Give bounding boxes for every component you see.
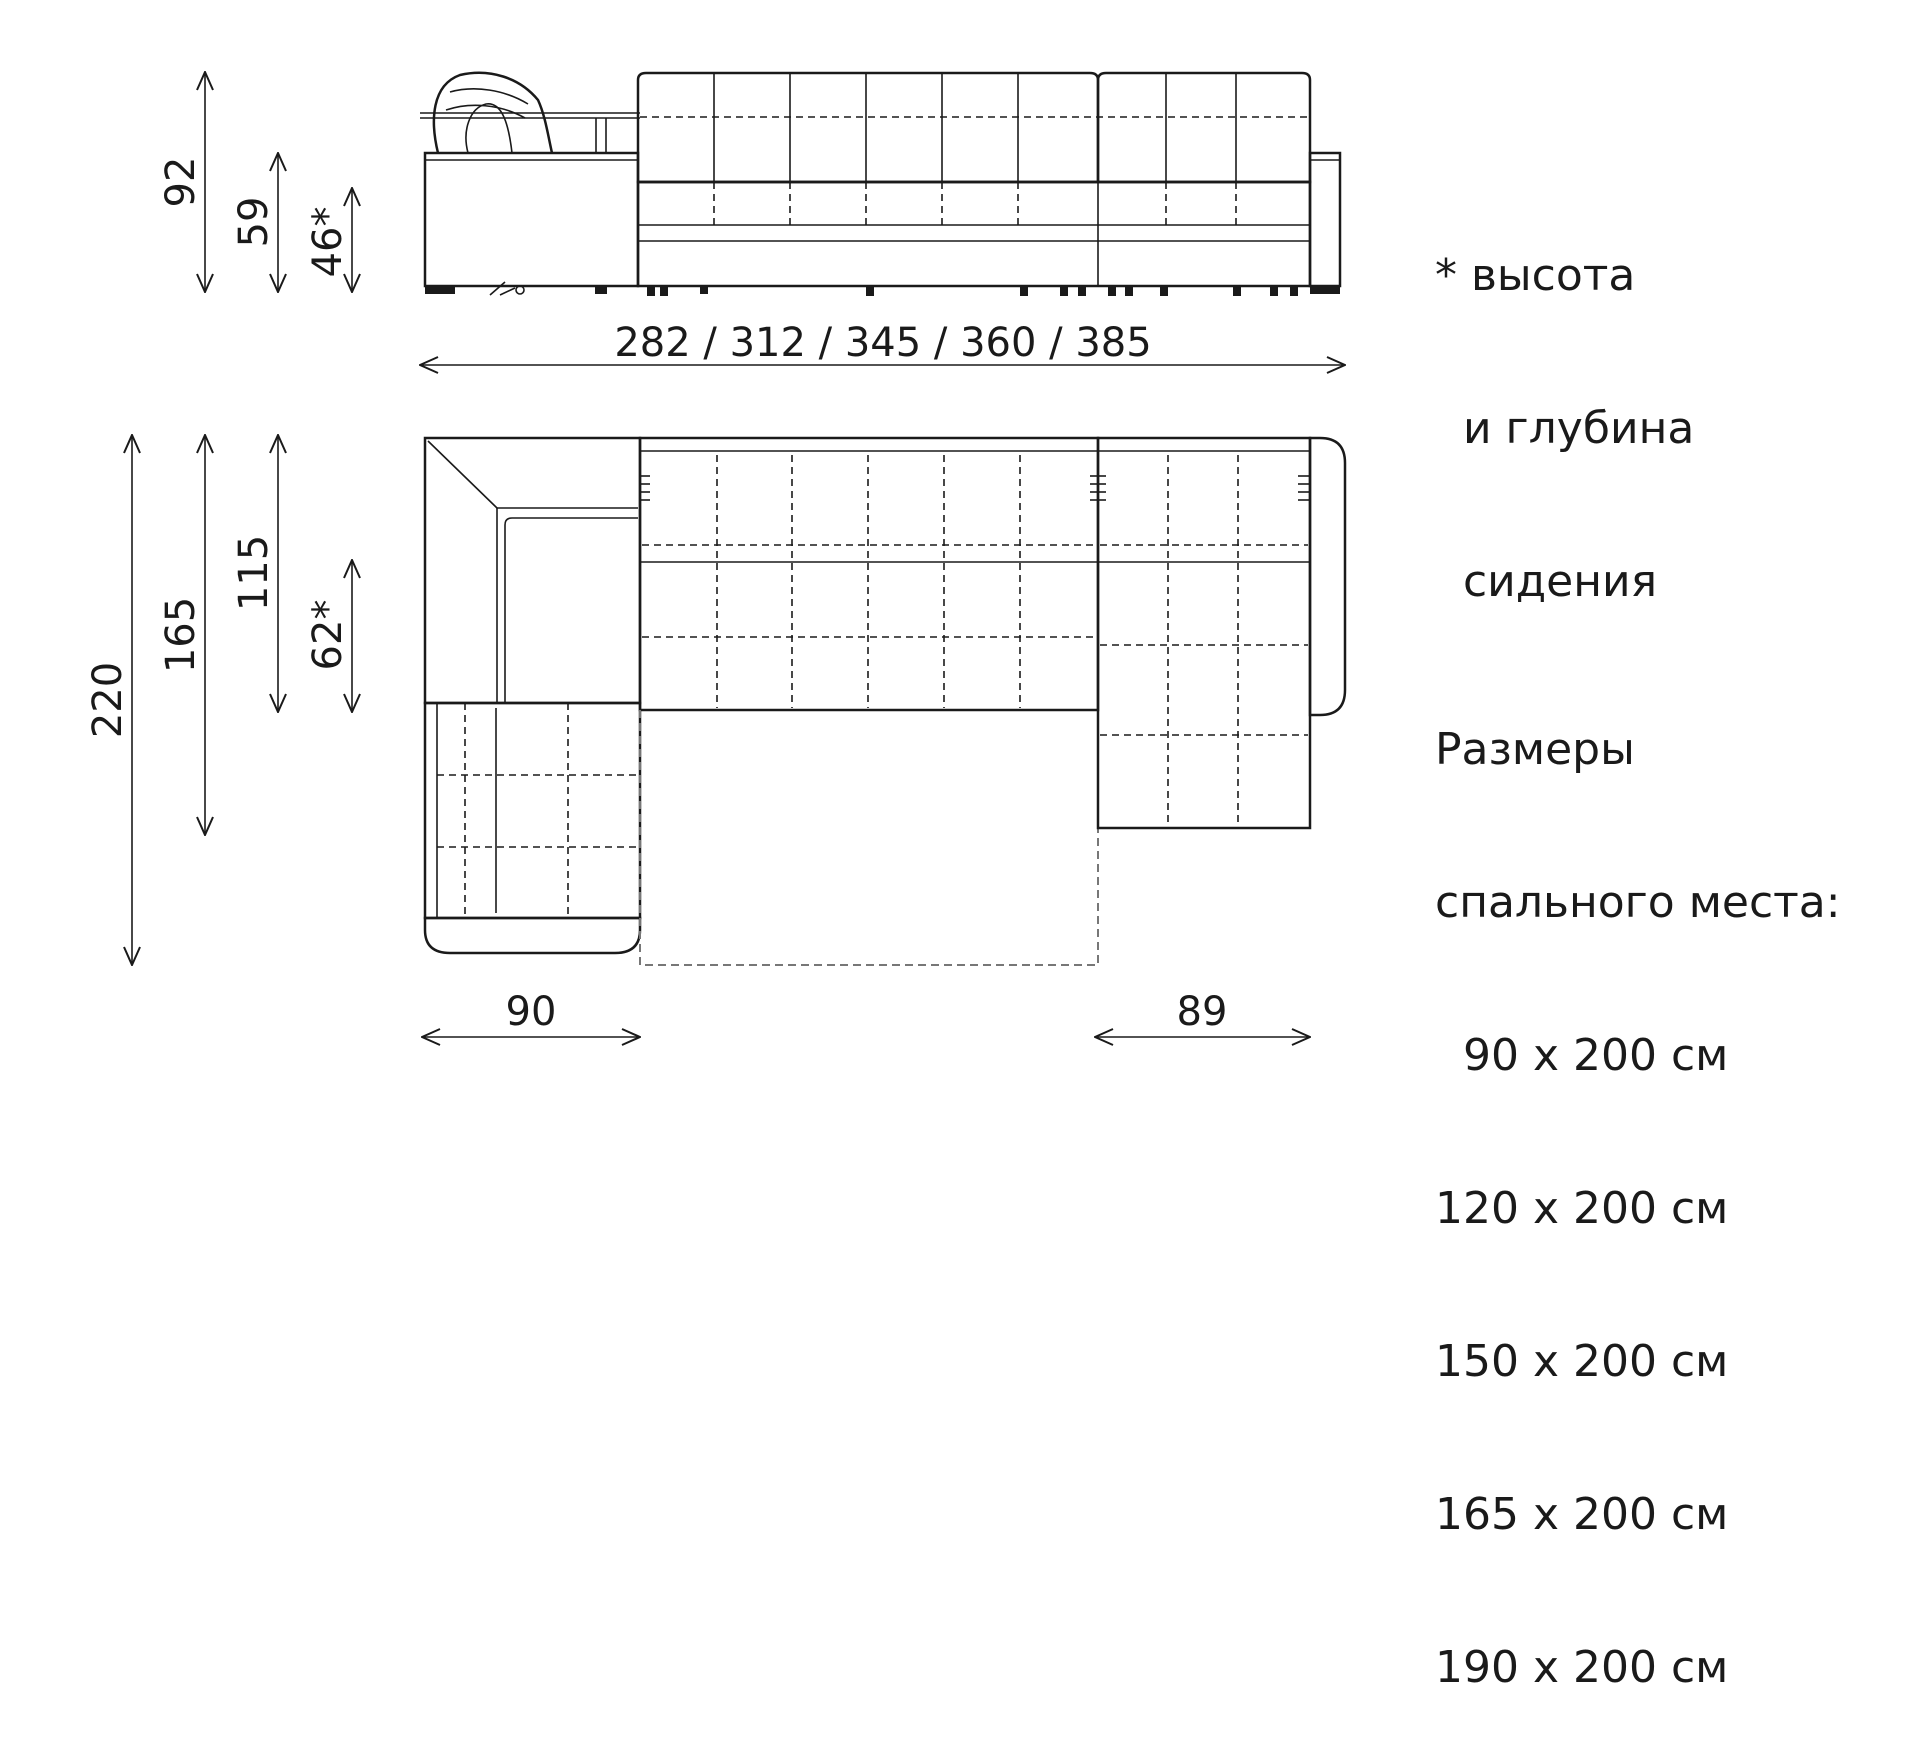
top-view-sofa [423, 436, 1347, 966]
front-view-sofa [420, 71, 1342, 296]
width-left-label: 90 [506, 989, 557, 1035]
front-height-arrows [205, 72, 352, 292]
seat-note-line: сидения [1435, 556, 1658, 607]
depth-corner-label: 165 [158, 597, 204, 673]
sleeping-size-item: 150 х 200 см [1435, 1336, 1729, 1387]
sleeping-area-title: Размеры [1435, 724, 1635, 775]
sleeping-size-item: 120 х 200 см [1435, 1183, 1729, 1234]
seat-note-line: и глубина [1435, 403, 1695, 454]
sleeping-area-title: спального места: [1435, 877, 1841, 928]
width-options-label: 282 / 312 / 345 / 360 / 385 [614, 320, 1151, 366]
sofa-dimension-diagram: 92 59 46* 282 / 312 / 345 / 360 / 385 [85, 0, 1347, 1120]
height-total-label: 92 [158, 157, 204, 208]
seat-note-line: * высота [1435, 250, 1636, 301]
depth-main-label: 115 [231, 535, 277, 611]
sleeping-size-item: 165 х 200 см [1435, 1489, 1729, 1540]
sleeping-area-sizes: Размеры спального места: 90 х 200 см 120… [1435, 622, 1841, 1744]
depth-total-label: 220 [85, 662, 131, 738]
seat-note: * высота и глубина сидения [1435, 148, 1694, 658]
height-seat-label: 46* [305, 207, 351, 278]
width-right-label: 89 [1177, 989, 1228, 1035]
top-depth-arrows [132, 435, 352, 965]
sleeping-size-item: 90 х 200 см [1435, 1030, 1729, 1081]
sleeping-size-item: 190 х 200 см [1435, 1642, 1729, 1693]
height-armrest-label: 59 [231, 197, 277, 248]
depth-seat-label: 62* [305, 600, 351, 671]
